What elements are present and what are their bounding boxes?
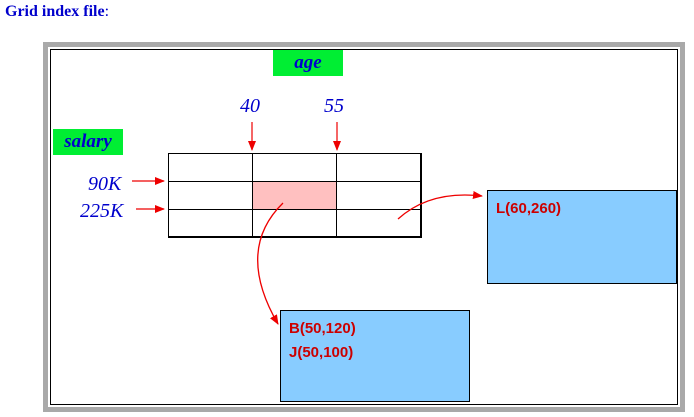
age-axis-tag: age: [273, 50, 343, 76]
bucket-bj: B(50,120) J(50,100): [280, 310, 470, 402]
diagram-frame-inner: [50, 49, 678, 405]
salary-split-90k: 90K: [88, 173, 122, 195]
page-heading: Grid index file:: [5, 3, 109, 21]
salary-split-225k: 225K: [80, 200, 124, 222]
grid-cell: [336, 209, 422, 238]
grid-cell-highlighted: [252, 181, 337, 210]
age-split-40: 40: [240, 95, 260, 117]
age-split-55: 55: [324, 95, 344, 117]
bucket-l: L(60,260): [487, 190, 677, 284]
arrow-to-bucket-bj: [257, 202, 284, 325]
record-j: J(50,100): [289, 344, 354, 361]
salary-axis-tag: salary: [53, 129, 123, 155]
heading-colon: :: [104, 3, 110, 20]
record-l: L(60,260): [496, 200, 562, 217]
grid-directory: [168, 153, 422, 238]
record-b: B(50,120): [289, 320, 356, 337]
arrow-to-bucket-l: [397, 190, 483, 220]
heading-title: Grid index file: [5, 3, 105, 20]
